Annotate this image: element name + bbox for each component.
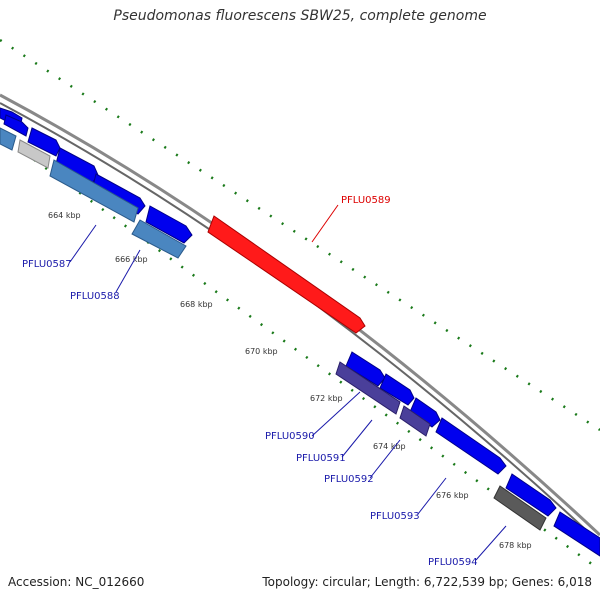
gene-label[interactable]: PFLU0593 bbox=[370, 511, 420, 522]
gene-label[interactable]: PFLU0591 bbox=[296, 453, 346, 464]
genome-title: Pseudomonas fluorescens SBW25, complete … bbox=[113, 8, 487, 24]
gene-arrow[interactable] bbox=[409, 397, 441, 428]
label-leader-line bbox=[369, 439, 401, 479]
gene-label[interactable]: PFLU0592 bbox=[324, 474, 374, 485]
position-label: 664 kbp bbox=[48, 211, 81, 220]
label-leader-line bbox=[311, 391, 361, 437]
gene-label[interactable]: PFLU0590 bbox=[265, 431, 315, 442]
position-label: 670 kbp bbox=[245, 347, 278, 356]
genome-backbone bbox=[0, 93, 600, 537]
gene-arrow[interactable] bbox=[131, 219, 187, 259]
gene-arrow[interactable] bbox=[435, 417, 507, 475]
label-leader-line bbox=[417, 477, 447, 515]
accession-text: Accession: NC_012660 bbox=[8, 575, 145, 589]
gene-arrow[interactable] bbox=[379, 373, 415, 406]
gene-arrow-highlighted[interactable] bbox=[207, 215, 366, 334]
gene-arrow[interactable] bbox=[49, 159, 139, 223]
gene-arrow[interactable] bbox=[493, 485, 547, 531]
label-leader-line bbox=[341, 419, 373, 458]
label-leader-line bbox=[69, 224, 97, 263]
gene-label[interactable]: PFLU0588 bbox=[70, 291, 120, 302]
position-label: 674 kbp bbox=[373, 442, 406, 451]
gene-arrow[interactable] bbox=[399, 405, 431, 437]
gene-arrow[interactable] bbox=[505, 473, 557, 517]
gene-label[interactable]: PFLU0589 bbox=[341, 195, 391, 206]
position-label: 678 kbp bbox=[499, 541, 532, 550]
position-label: 666 kbp bbox=[115, 255, 148, 264]
position-label: 668 kbp bbox=[180, 300, 213, 309]
genome-summary-text: Topology: circular; Length: 6,722,539 bp… bbox=[262, 575, 592, 589]
gene-arrow[interactable] bbox=[17, 139, 51, 169]
position-label: 672 kbp bbox=[310, 394, 343, 403]
gene-arrow[interactable] bbox=[145, 205, 193, 244]
gene-arrow[interactable] bbox=[345, 351, 386, 387]
label-leader-line bbox=[311, 204, 339, 243]
outer-tick-ring bbox=[0, 38, 600, 432]
gene-label[interactable]: PFLU0587 bbox=[22, 259, 72, 270]
gene-arrow[interactable] bbox=[553, 511, 600, 557]
gene-arrow[interactable] bbox=[27, 127, 61, 157]
gene-label[interactable]: PFLU0594 bbox=[428, 557, 478, 568]
label-leader-line bbox=[475, 525, 507, 561]
gene-arrow[interactable] bbox=[335, 361, 401, 415]
position-label: 676 kbp bbox=[436, 491, 469, 500]
gene-arrow[interactable] bbox=[0, 127, 17, 151]
label-leader-line bbox=[115, 249, 141, 293]
gene-arrow[interactable] bbox=[3, 114, 29, 137]
